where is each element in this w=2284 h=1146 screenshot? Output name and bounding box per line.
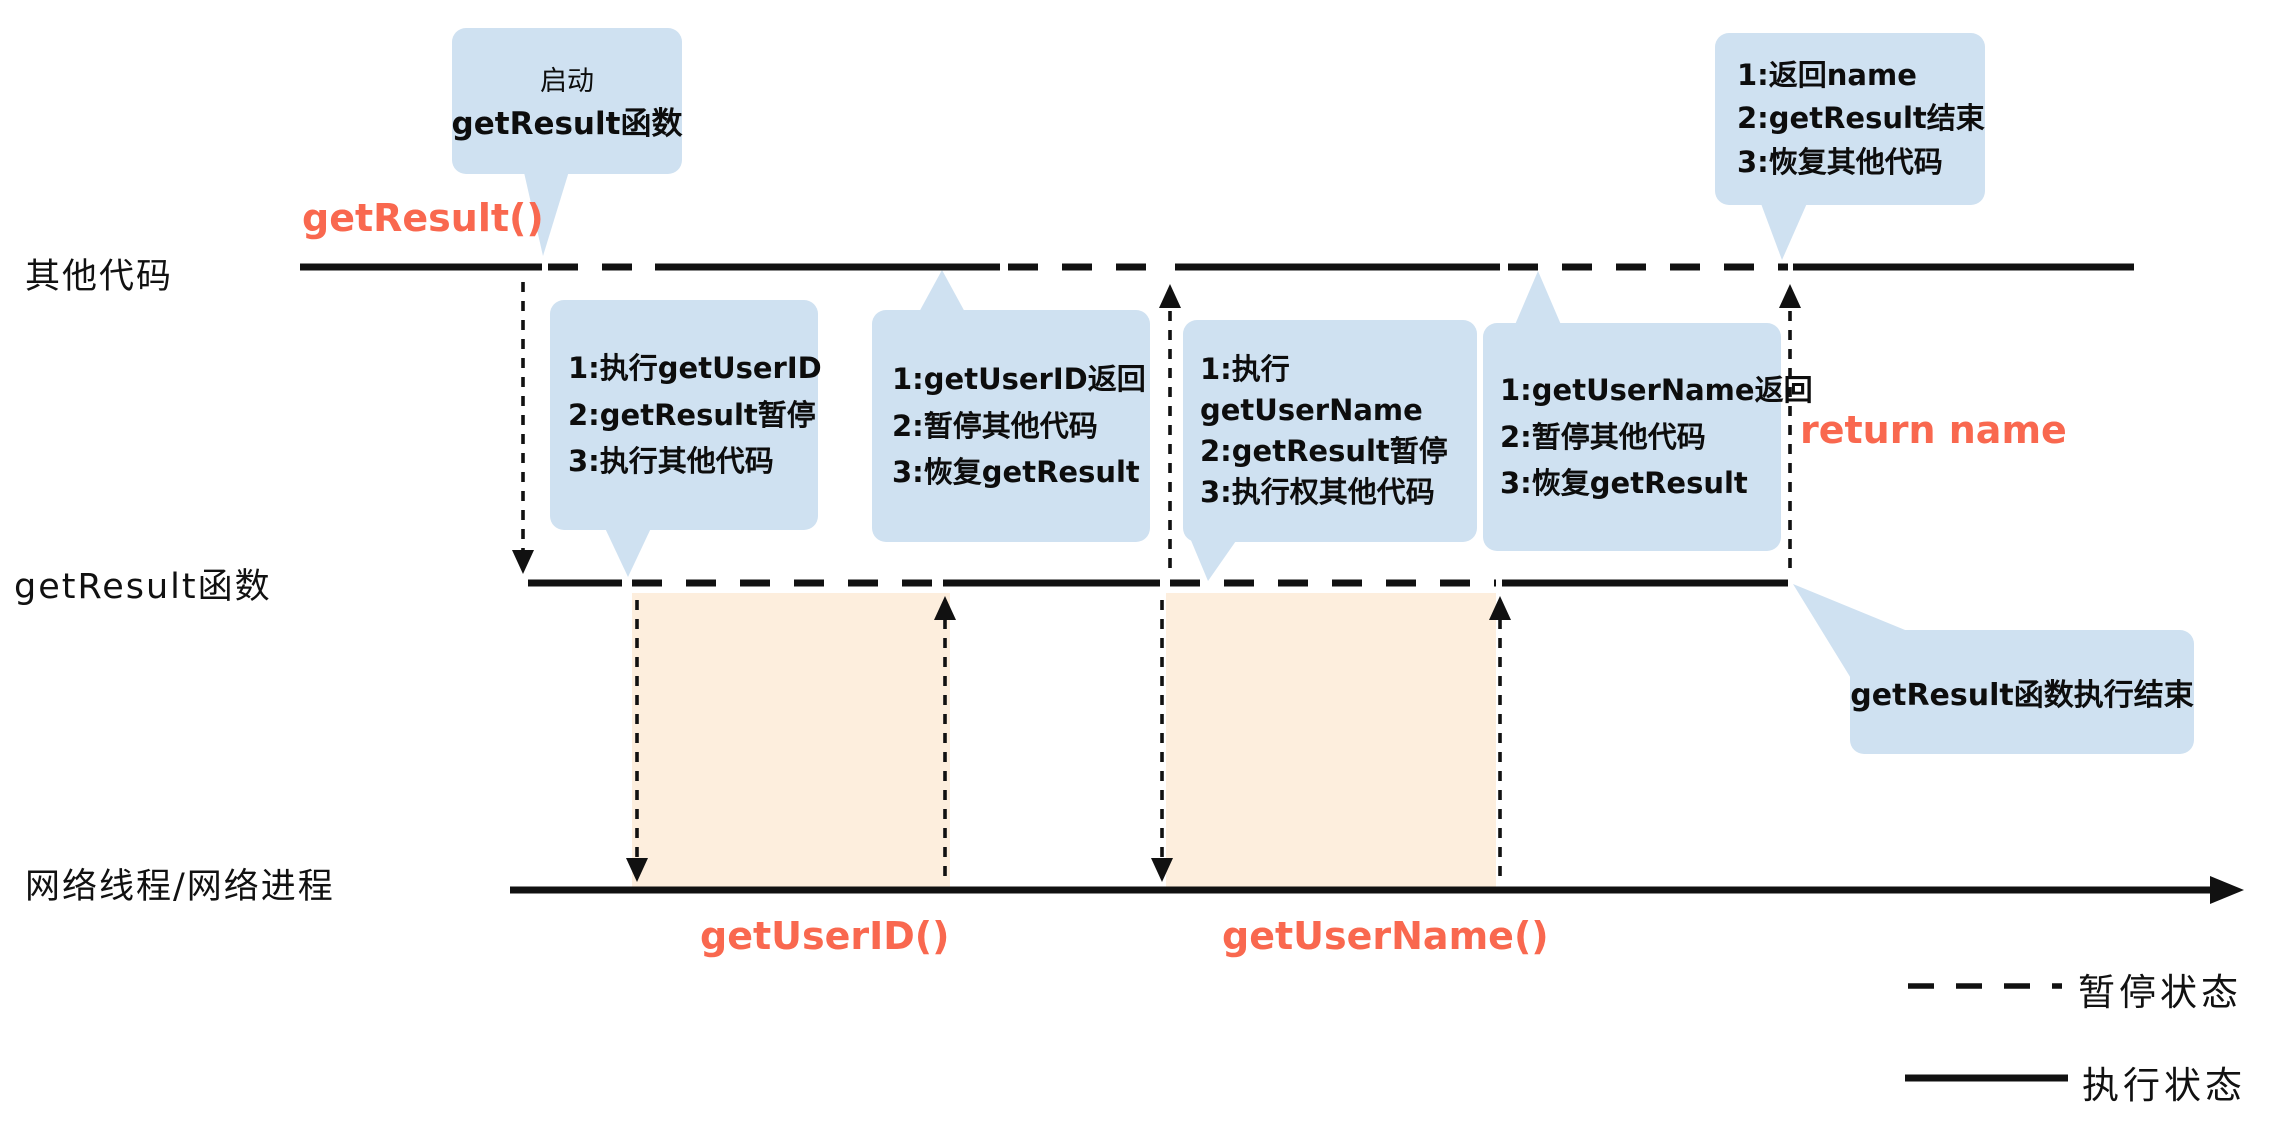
get-user-id-return-arrow [934,596,956,876]
callout-step4-tail [1514,271,1562,327]
callout-step1-bubble [550,300,818,577]
callout-start-text: 启动 getResult函数 [451,28,683,174]
get-user-name-return-arrow [1489,596,1511,876]
callout-step1-line: 2:getResult暂停 [568,397,816,432]
call-get-user-id-arrow [626,600,648,882]
callout-step2-rect [872,310,1150,542]
callout-step1-text: 1:执行getUserID 2:getResult暂停 3:执行其他代码 [558,300,826,530]
lane-label-other-code: 其他代码 [25,257,174,297]
callout-step3-line: getUserName [1200,392,1423,427]
callout-finish-top-bubble [1715,33,1985,260]
network-activity-getuserid-box [632,593,950,887]
yield-to-other-code-arrow [1159,284,1181,568]
callout-start-rect [452,28,682,174]
callout-step3-bubble [1183,320,1477,581]
callout-finish-top-rect [1715,33,1985,205]
callout-step3-rect [1183,320,1477,542]
callout-finish-top-line: 2:getResult结束 [1737,101,1985,136]
callout-step3-tail [1190,538,1238,581]
callout-step4-text: 1:getUserName返回 2:暂停其他代码 3:恢复getResult [1490,323,1813,551]
callout-start-bubble [452,28,682,256]
get-user-id-call-label: getUserID() [700,914,950,958]
callout-step2-tail [918,270,966,314]
return-name-label: return name [1800,408,2067,452]
callout-end-rect [1850,630,2194,754]
callout-step2-line: 2:暂停其他代码 [892,408,1098,443]
callout-finish-top-text: 1:返回name 2:getResult结束 3:恢复其他代码 [1727,33,1993,205]
callout-step1-rect [550,300,818,530]
lane-label-network: 网络线程/网络进程 [25,867,335,907]
call-get-user-name-arrow [1151,600,1173,882]
callout-start-line1: 启动 [540,66,594,97]
callout-step2-text: 1:getUserID返回 2:暂停其他代码 3:恢复getResult [882,310,1158,542]
callout-end-text: getResult函数执行结束 [1850,630,2193,754]
callout-end-line: getResult函数执行结束 [1850,678,2194,713]
get-user-name-call-label: getUserName() [1222,914,1549,958]
callout-step4-bubble [1483,271,1781,551]
callout-start-line2: getResult函数 [451,106,683,142]
callout-step3-line: 3:执行权其他代码 [1200,475,1435,510]
call-get-result-arrow [512,282,534,574]
callout-finish-top-line: 1:返回name [1737,57,1917,92]
callout-step4-line: 3:恢复getResult [1500,466,1748,501]
lane-label-get-result-fn: getResult函数 [14,567,272,607]
callout-step3-line: 1:执行 [1200,351,1290,386]
callout-step2-line: 3:恢复getResult [892,455,1140,490]
callout-step3-line: 2:getResult暂停 [1200,434,1448,468]
callout-end-bubble [1793,584,2194,754]
get-result-call-label: getResult() [302,196,544,240]
callout-step1-line: 3:执行其他代码 [568,444,774,479]
callout-step4-line: 1:getUserName返回 [1500,372,1813,407]
callout-step2-line: 1:getUserID返回 [892,361,1146,396]
network-timeline [510,876,2244,904]
callout-step4-line: 2:暂停其他代码 [1500,419,1706,454]
callout-step2-bubble [872,270,1150,542]
callout-step1-line: 1:执行getUserID [568,350,822,385]
legend-paused-label: 暂停状态 [2078,971,2242,1014]
legend-executing-label: 执行状态 [2082,1064,2246,1107]
callout-finish-top-tail [1760,201,1808,260]
return-name-arrow [1779,284,1801,568]
callout-step1-tail [604,526,652,577]
callout-step4-rect [1483,323,1781,551]
callout-finish-top-line: 3:恢复其他代码 [1737,144,1943,179]
callout-step3-text: 1:执行 getUserName 2:getResult暂停 3:执行权其他代码 [1190,320,1484,542]
callout-start-tail [523,168,570,256]
network-timeline-arrowhead [2210,876,2244,904]
network-activity-getusername-box [1166,593,1496,887]
